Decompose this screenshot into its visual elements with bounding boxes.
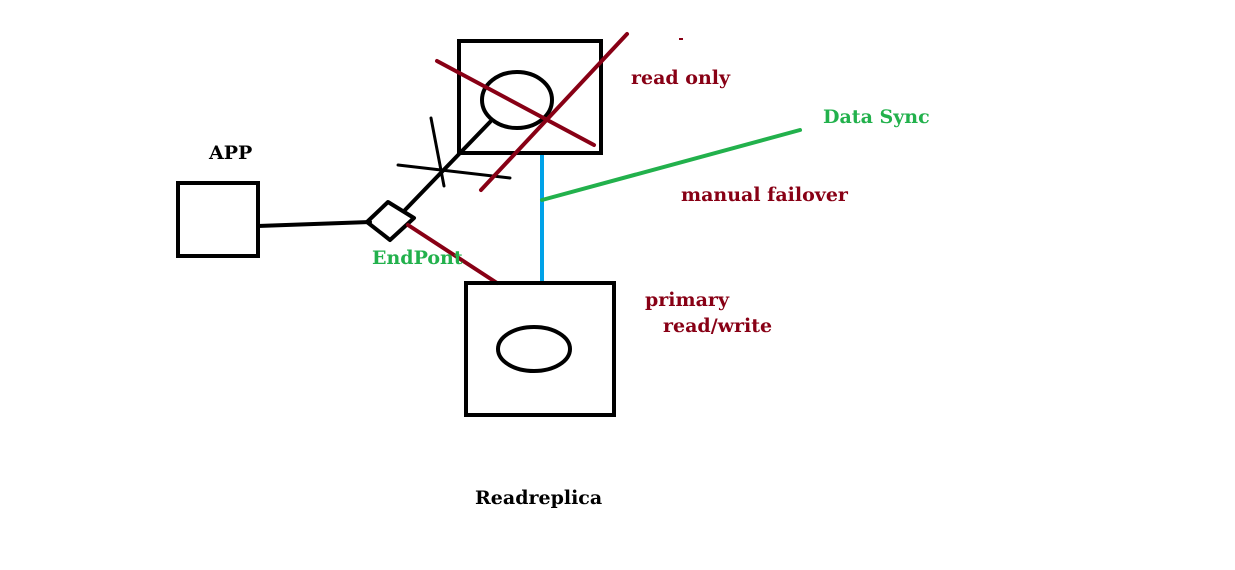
- broken-link-cross-stroke-2: [396, 163, 512, 180]
- app-box: [176, 181, 260, 258]
- primary-db-box: [464, 281, 616, 417]
- app-endpoint-connector: [256, 220, 372, 228]
- endpoint-to-primary-connector: [406, 223, 499, 285]
- readreplica-label: Readreplica: [475, 487, 603, 509]
- readonly-db-icon: [480, 70, 554, 130]
- data-sync-label: Data Sync: [823, 106, 930, 128]
- readonly-db-cross-stroke-2: [479, 32, 629, 192]
- readonly-db-box: [457, 39, 603, 155]
- app-label: APP: [209, 142, 253, 164]
- endpoint-label: EndPont: [372, 247, 463, 269]
- manual-failover-label: manual failover: [681, 184, 848, 206]
- endpoint-diamond: [365, 200, 416, 242]
- read-write-label: read/write: [663, 315, 773, 337]
- primary-db-icon: [496, 325, 572, 373]
- broken-link-cross-stroke-1: [429, 116, 446, 188]
- primary-label: primary: [645, 289, 729, 311]
- data-sync-pointer: [540, 128, 802, 202]
- read-only-label: read only: [631, 67, 731, 89]
- endpoint-to-readonly-connector: [403, 120, 492, 212]
- readonly-db-cross-stroke-1: [435, 59, 596, 147]
